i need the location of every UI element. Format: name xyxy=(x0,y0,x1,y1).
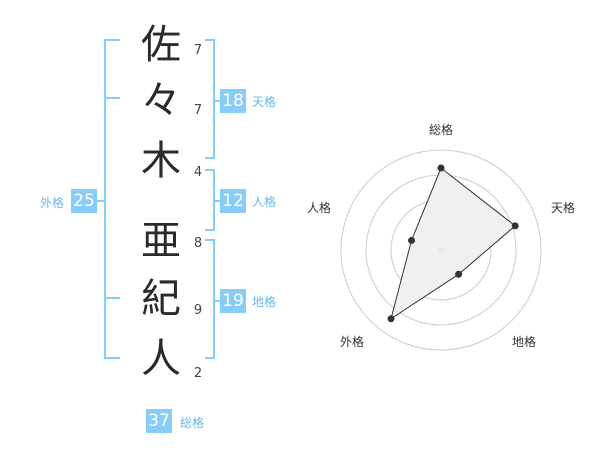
radar-axis-label-gaikaku: 外格 xyxy=(340,334,364,349)
radar-point-soukaku xyxy=(437,164,445,172)
chikaku-bracket xyxy=(205,239,215,359)
jinkaku-value: 12 xyxy=(220,189,246,213)
stroke-count-1: 7 xyxy=(193,43,203,58)
chikaku-label: 地格 xyxy=(252,295,277,309)
gaikaku-label: 外格 xyxy=(40,196,65,210)
name-char-5: 紀 xyxy=(141,276,181,322)
stroke-count-5: 9 xyxy=(193,303,203,318)
soukaku-label: 総格 xyxy=(180,416,205,430)
name-char-1: 佐 xyxy=(141,22,181,68)
radar-axis-label-soukaku: 総格 xyxy=(429,122,453,137)
gaikaku-bracket xyxy=(104,39,120,359)
chikaku-value: 19 xyxy=(220,289,246,313)
name-char-6: 人 xyxy=(141,336,181,382)
radar-point-tenkaku xyxy=(511,222,519,230)
jinkaku-label: 人格 xyxy=(252,195,277,209)
stroke-count-6: 2 xyxy=(193,366,203,381)
name-char-4: 亜 xyxy=(141,218,181,264)
radar-grid-ring-4 xyxy=(340,149,542,351)
radar-axis-label-tenkaku: 天格 xyxy=(551,200,575,215)
tenkaku-label: 天格 xyxy=(252,95,277,109)
radar-point-jinkaku xyxy=(408,236,416,244)
stroke-count-2: 7 xyxy=(193,103,203,118)
radar-point-chikaku xyxy=(455,270,463,278)
gaikaku-value: 25 xyxy=(71,189,97,213)
name-char-2: 々 xyxy=(141,78,181,124)
tenkaku-bracket xyxy=(205,39,215,159)
radar-polygon xyxy=(390,167,516,320)
radar-axis-label-chikaku: 地格 xyxy=(512,334,536,349)
stroke-count-3: 4 xyxy=(193,165,203,180)
tenkaku-value: 18 xyxy=(220,89,246,113)
soukaku-value: 37 xyxy=(146,409,172,433)
name-char-3: 木 xyxy=(141,138,181,184)
radar-axis-label-jinkaku: 人格 xyxy=(307,200,331,215)
stroke-count-4: 8 xyxy=(193,236,203,251)
radar-point-gaikaku xyxy=(387,315,395,323)
